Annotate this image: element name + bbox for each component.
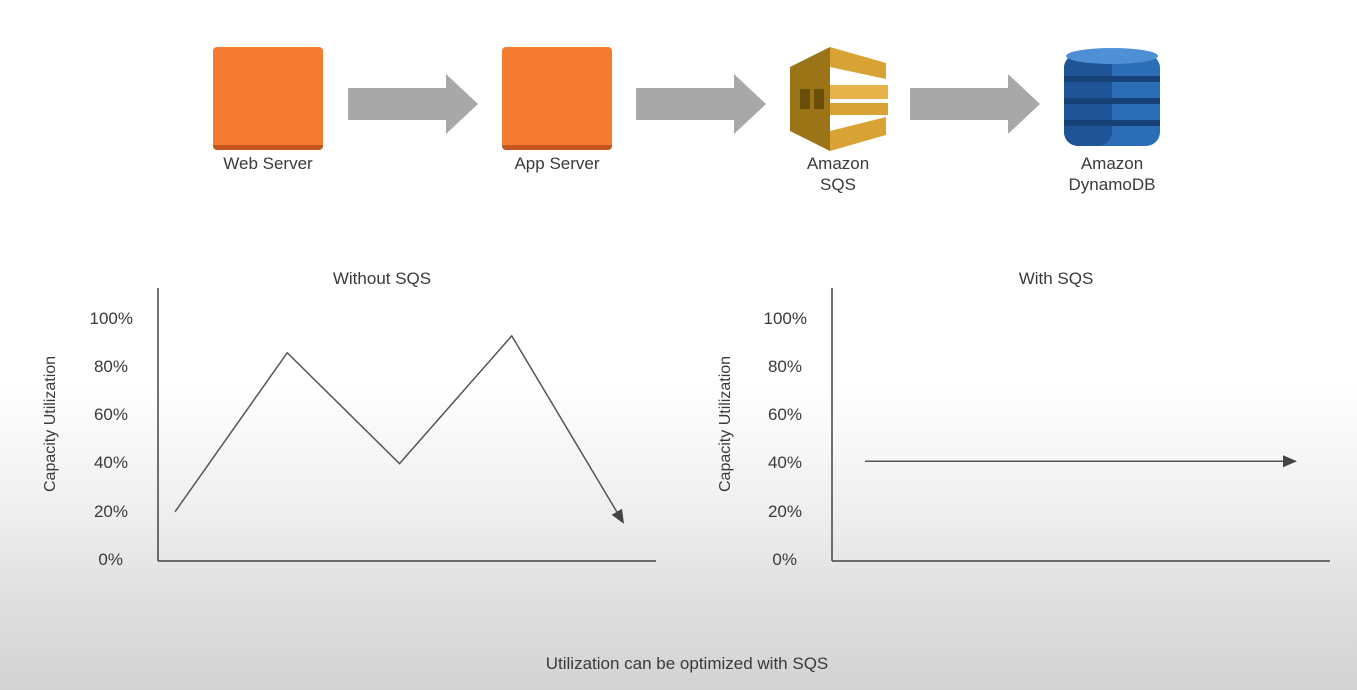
y-tick-label: 60% [93, 405, 128, 424]
y-tick-label: 100% [89, 309, 133, 328]
sqs-label-line1: Amazon [806, 154, 870, 173]
sqs-icon [790, 47, 888, 151]
dynamodb-label-line2: DynamoDB [1068, 175, 1156, 194]
dynamodb-label-line1: Amazon [1080, 154, 1144, 173]
web-server-label: Web Server [223, 154, 313, 173]
series-line [174, 334, 618, 513]
y-tick-label: 20% [93, 502, 128, 521]
app-server-icon [502, 47, 612, 150]
y-tick-label: 0% [98, 550, 123, 569]
y-tick-label: 80% [767, 357, 802, 376]
caption: Utilization can be optimized with SQS [545, 654, 829, 673]
web-server-icon [213, 47, 323, 150]
y-tick-label: 80% [93, 357, 128, 376]
chart-title-with-sqs: With SQS [1018, 269, 1094, 288]
y-tick-label: 0% [772, 550, 797, 569]
arrow-icon [636, 74, 766, 134]
series-arrowhead [1283, 455, 1297, 468]
chart-title-without-sqs: Without SQS [332, 269, 432, 288]
sqs-label-line2: SQS [820, 175, 856, 194]
y-tick-label: 40% [767, 453, 802, 472]
arrow-icon [348, 74, 478, 134]
y-tick-label: 40% [93, 453, 128, 472]
app-server-label: App Server [514, 154, 600, 173]
series-arrowhead [611, 508, 624, 524]
dynamodb-icon [1064, 48, 1160, 146]
y-tick-label: 20% [767, 502, 802, 521]
y-tick-label: 60% [767, 405, 802, 424]
y-tick-label: 100% [763, 309, 807, 328]
arrow-icon [910, 74, 1040, 134]
